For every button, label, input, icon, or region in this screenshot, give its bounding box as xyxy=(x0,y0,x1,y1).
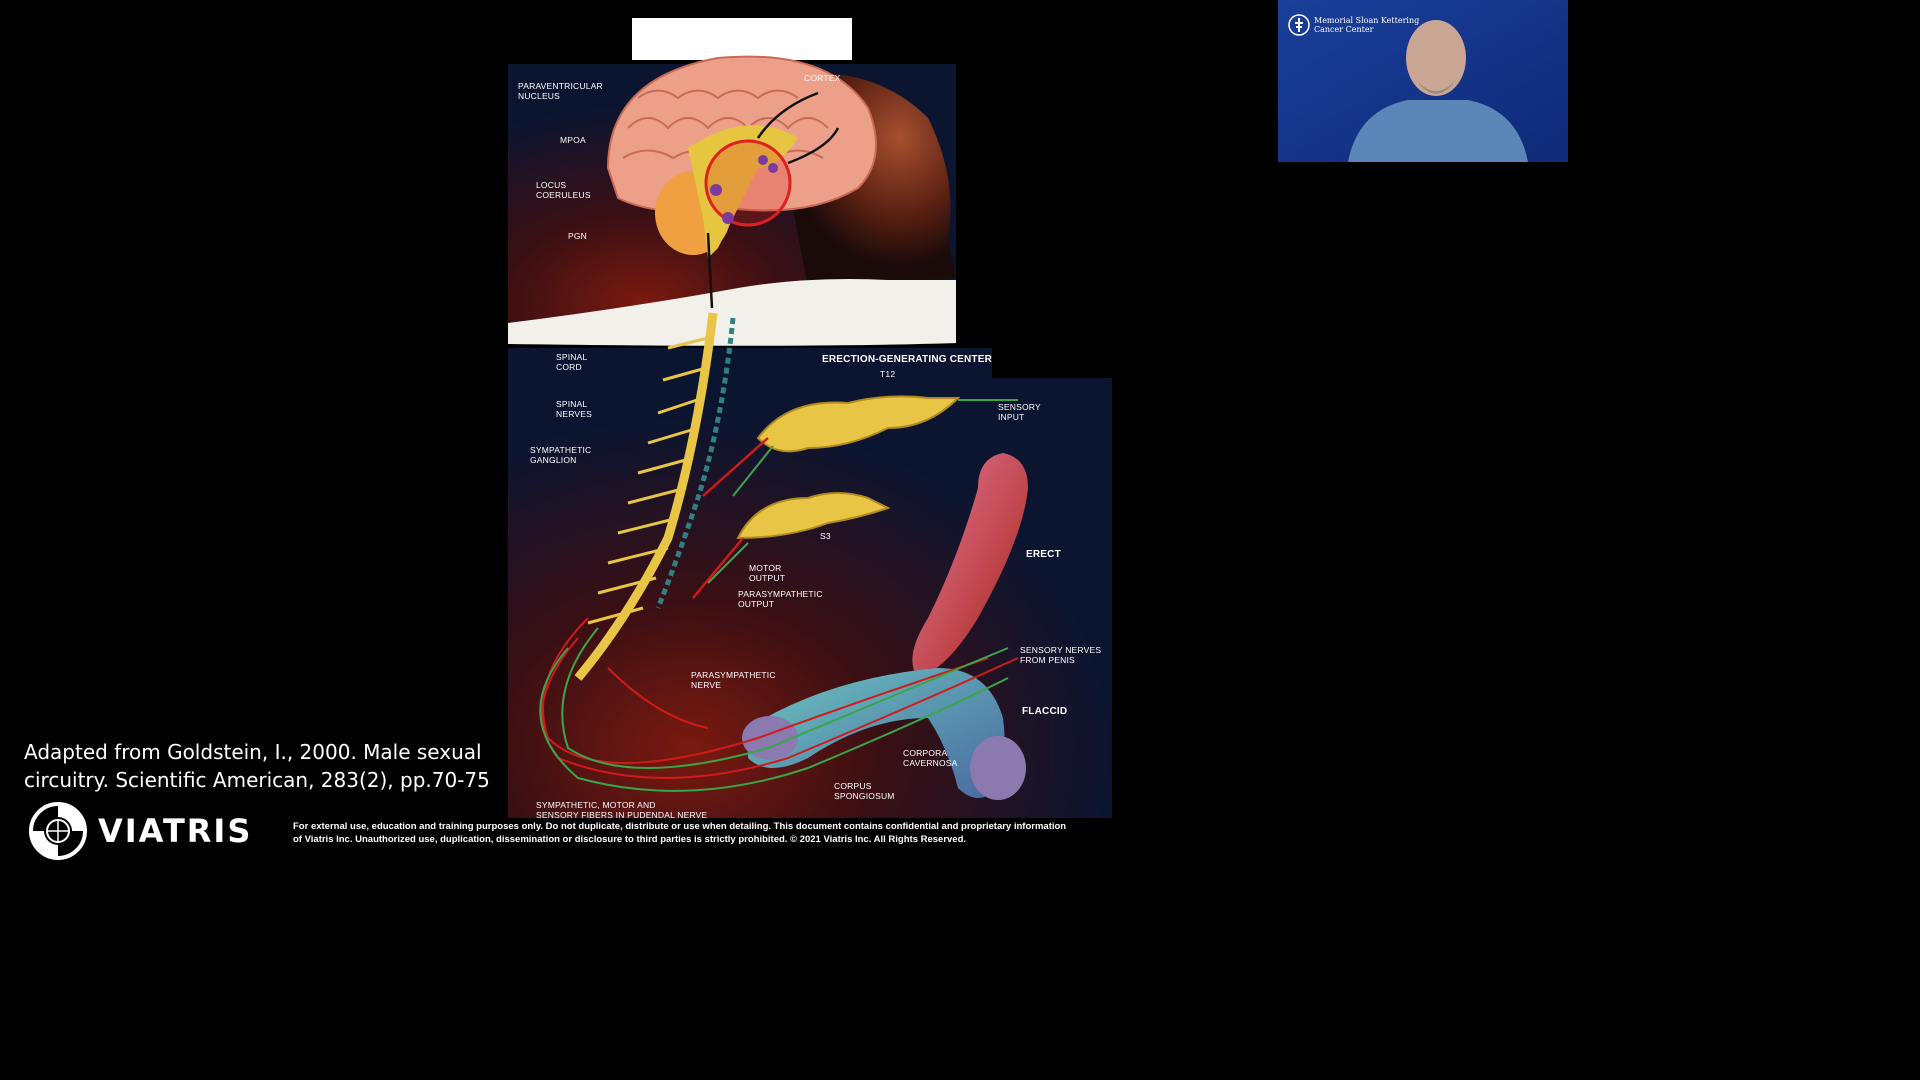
nucleus-dot xyxy=(768,163,778,173)
label-paraventricular-nucleus: PARAVENTRICULAR NUCLEUS xyxy=(518,81,603,101)
speaker-shoulders xyxy=(1348,100,1528,162)
label-sensory-nerves-from-penis: SENSORY NERVES FROM PENIS xyxy=(1020,645,1102,665)
nucleus-dot xyxy=(758,155,768,165)
cortex-arrow xyxy=(756,91,819,139)
label-parasympathetic-nerve: PARASYMPATHETIC NERVE xyxy=(691,670,776,690)
label-corpora-cavernosa: CORPORA CAVERNOSA xyxy=(903,748,958,768)
label-pudendal-fibers: SYMPATHETIC, MOTOR AND SENSORY FIBERS IN… xyxy=(536,800,708,820)
brand-name: VIATRIS xyxy=(98,812,253,850)
speaker-beard xyxy=(1418,82,1454,94)
t12-cross-section xyxy=(756,395,961,453)
speaker-head xyxy=(1406,20,1466,96)
label-parasympathetic-output: PARASYMPATHETIC OUTPUT xyxy=(738,589,823,609)
msk-org-name: Memorial Sloan Kettering Cancer Center xyxy=(1314,16,1420,34)
erect-penis xyxy=(912,453,1028,678)
msk-logo-icon xyxy=(1288,14,1310,41)
label-erection-generating-center: ERECTION-GENERATING CENTER xyxy=(822,354,993,365)
citation-text: Adapted from Goldstein, I., 2000. Male s… xyxy=(24,740,490,792)
nerve-fibers xyxy=(539,617,1019,792)
label-spinal-nerves: SPINAL NERVES xyxy=(556,399,593,419)
viatris-logo: VIATRIS xyxy=(28,800,252,862)
label-locus-coeruleus: LOCUS COERULEUS xyxy=(536,180,591,200)
label-flaccid: FLACCID xyxy=(1022,706,1068,717)
disclaimer-text: For external use, education and training… xyxy=(293,821,1067,845)
label-mpoa: MPOA xyxy=(560,135,586,145)
label-s3: S3 xyxy=(820,531,831,541)
spinal-nerves xyxy=(587,336,709,625)
spinal-cord xyxy=(574,312,718,681)
descending-arrow xyxy=(706,232,714,309)
speaker-video[interactable]: Memorial Sloan Kettering Cancer Center xyxy=(1278,0,1568,162)
globe-icon xyxy=(29,802,87,860)
label-sympathetic-ganglion: SYMPATHETIC GANGLION xyxy=(530,445,592,465)
motor-green-line xyxy=(732,445,774,497)
cortex-arrow-return xyxy=(787,127,840,165)
label-motor-output: MOTOR OUTPUT xyxy=(749,563,786,583)
glans xyxy=(970,736,1026,800)
speaker-frame xyxy=(1278,0,1568,162)
s3-cross-section xyxy=(736,492,891,540)
illustration-graphic xyxy=(508,18,1112,818)
paper-band xyxy=(508,279,956,346)
white-tab xyxy=(632,18,852,60)
nucleus-dot xyxy=(710,184,722,196)
label-erect: ERECT xyxy=(1026,549,1061,560)
label-spinal-cord: SPINAL CORD xyxy=(556,352,588,372)
label-t12: T12 xyxy=(880,369,896,379)
bulb xyxy=(742,716,798,760)
highlight-circle xyxy=(704,139,792,227)
motor-red-line xyxy=(702,437,769,497)
label-pgn: PGN xyxy=(568,231,588,241)
nucleus-dot xyxy=(722,212,734,224)
flaccid-penis xyxy=(748,668,1005,798)
slide: PARAVENTRICULAR NUCLEUS CORTEX MPOA LOCU… xyxy=(24,0,1568,862)
label-sensory-input: SENSORY INPUT xyxy=(998,402,1041,422)
label-corpus-spongiosum: CORPUS SPONGIOSUM xyxy=(834,781,895,801)
parasymp-green-line xyxy=(707,542,749,584)
neuroanatomy-illustration: PARAVENTRICULAR NUCLEUS CORTEX MPOA LOCU… xyxy=(508,18,1112,820)
parasymp-red-line xyxy=(692,537,744,599)
sympathetic-chain xyxy=(655,317,736,609)
label-cortex: CORTEX xyxy=(804,73,841,83)
